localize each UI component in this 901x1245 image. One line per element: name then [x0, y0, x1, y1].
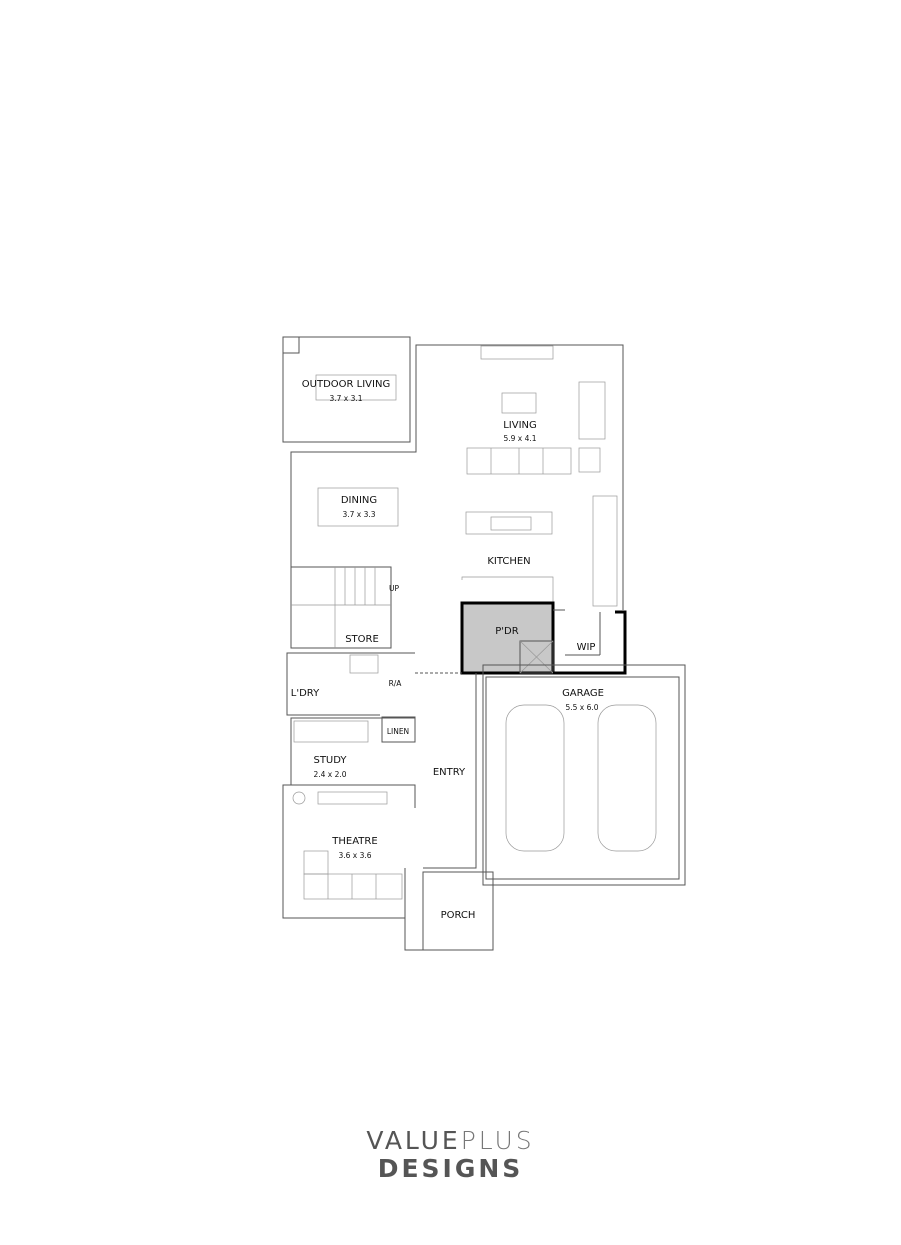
logo-line2: DESIGNS [377, 1154, 524, 1183]
logo-value: VALUE [366, 1126, 461, 1155]
garage [482, 664, 686, 886]
room-label-linen: LINEN [387, 727, 409, 736]
room-size-theatre: 3.6 x 3.6 [338, 851, 371, 860]
porch [404, 868, 494, 951]
ra-label: R/A [389, 679, 403, 688]
room-label-living: LIVING [503, 420, 537, 431]
entry-wall [423, 673, 477, 869]
room-label-dining: DINING [341, 495, 377, 506]
study [290, 717, 416, 808]
room-size-study: 2.4 x 2.0 [313, 770, 346, 779]
theatre [282, 784, 405, 919]
room-label-garage: GARAGE [562, 688, 604, 699]
room-size-outdoor-living: 3.7 x 3.1 [329, 394, 362, 403]
room-label-kitchen: KITCHEN [487, 556, 530, 567]
room-label-laundry: L'DRY [291, 688, 320, 699]
room-size-living: 5.9 x 4.1 [503, 434, 536, 443]
room-label-porch: PORCH [441, 910, 476, 921]
stair-up-label: UP [389, 584, 399, 593]
stairs [290, 566, 392, 649]
room-label-pdr: P'DR [495, 626, 518, 637]
logo-plus: PLUS [460, 1126, 535, 1155]
powder-room [460, 601, 555, 675]
walk-in-pantry [553, 609, 627, 675]
living-area [415, 344, 624, 610]
room-size-garage: 5.5 x 6.0 [565, 703, 598, 712]
room-label-wip: WIP [577, 642, 596, 653]
room-label-theatre: THEATRE [331, 836, 377, 847]
logo-line1: VALUEPLUS [0, 1126, 901, 1155]
room-size-dining: 3.7 x 3.3 [342, 510, 375, 519]
outdoor-living-area [282, 336, 411, 443]
kitchen-island [461, 511, 554, 603]
room-label-entry: ENTRY [433, 767, 466, 778]
room-label-store: STORE [345, 634, 379, 645]
room-label-study: STUDY [313, 755, 347, 766]
room-label-outdoor-living: OUTDOOR LIVING [302, 379, 390, 390]
